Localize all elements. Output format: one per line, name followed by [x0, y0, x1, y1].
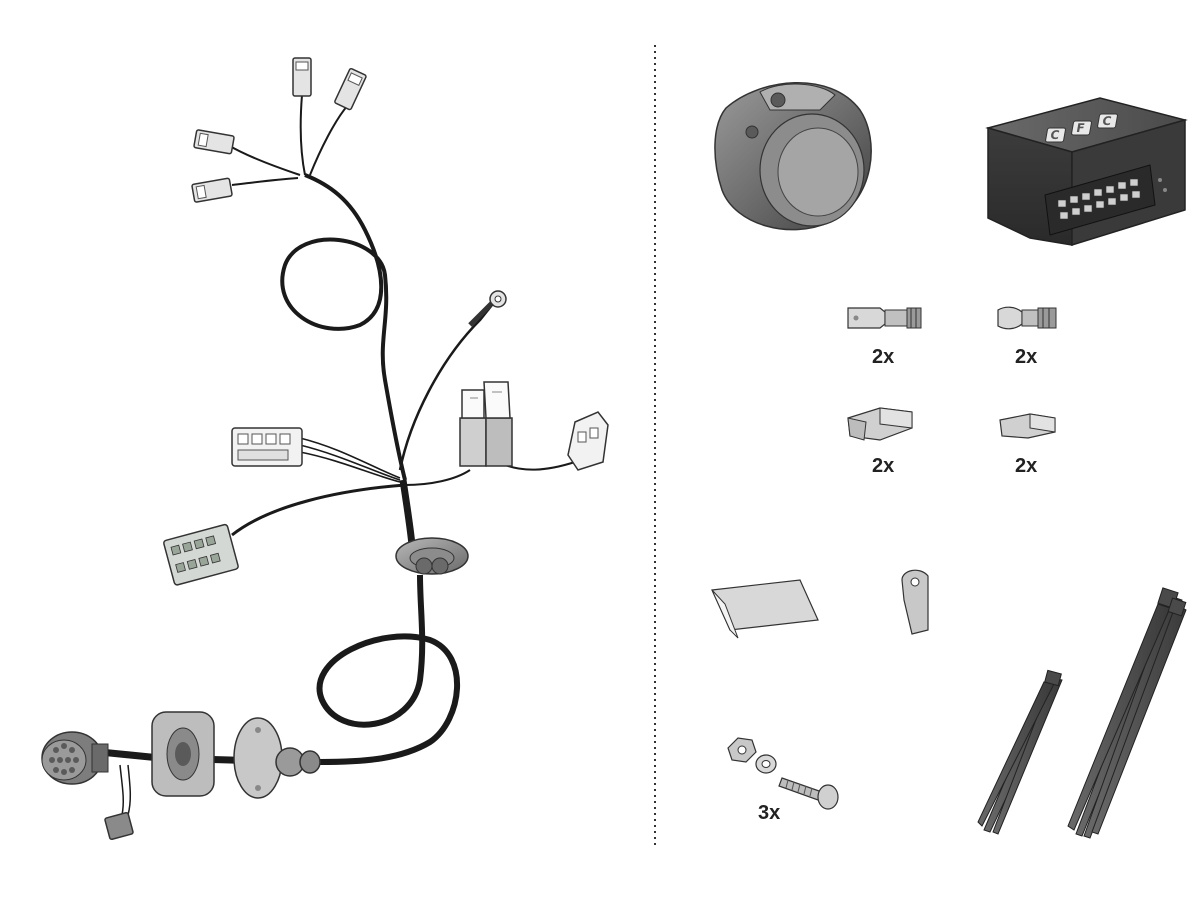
upper-cable-coil	[280, 173, 407, 481]
control-module: C F C	[985, 97, 1188, 247]
spade-connector-1	[292, 57, 312, 97]
multi-pin-connector	[231, 427, 303, 467]
lower-cable-coil	[316, 574, 461, 765]
wiring-harness	[41, 57, 609, 841]
module-logo: C F C	[1045, 113, 1118, 143]
square-connector	[567, 411, 609, 471]
connector-housing-large	[847, 407, 913, 441]
cable-grommet	[395, 537, 469, 575]
cover-plate	[233, 717, 321, 799]
logo-letter-3: C	[1101, 114, 1112, 128]
spade-connector-3	[193, 129, 235, 155]
flat-terminal-bullet	[997, 306, 1057, 330]
cleaning-wipe	[711, 579, 819, 639]
logo-letter-1: C	[1049, 128, 1060, 142]
qty-connector-housing-small: 2x	[1015, 455, 1037, 477]
round-plug-socket	[41, 731, 109, 785]
ring-terminal	[468, 290, 507, 327]
qty-screw-set: 3x	[758, 802, 780, 824]
screw-set	[727, 737, 839, 810]
small-plug	[104, 764, 134, 841]
mounting-gasket	[151, 711, 215, 797]
qty-connector-housing-large: 2x	[872, 455, 894, 477]
spade-connector-4	[191, 177, 233, 203]
flat-terminal-female	[847, 307, 922, 329]
cable-ties-long	[1067, 587, 1187, 839]
terminal-block-connector	[163, 523, 239, 586]
logo-letter-2: F	[1075, 121, 1086, 135]
qty-flat-terminal-female: 2x	[872, 346, 894, 368]
spade-connector-2	[334, 67, 367, 111]
connector-housing-small	[999, 413, 1056, 439]
fuse-holder	[459, 381, 513, 467]
qty-flat-terminal-bullet: 2x	[1015, 346, 1037, 368]
spade-connector-wires	[227, 94, 349, 186]
trailer-socket-13pin	[714, 81, 872, 231]
earth-bracket	[901, 569, 929, 635]
cable-ties-short	[977, 669, 1063, 835]
